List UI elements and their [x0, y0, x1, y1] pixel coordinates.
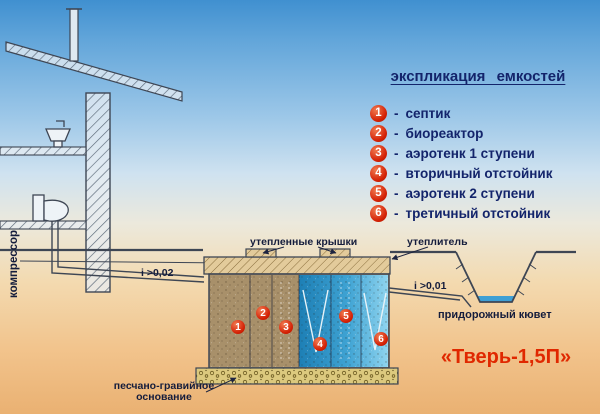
- toilet-bowl: [43, 199, 69, 222]
- roof-beam: [5, 41, 183, 102]
- sink-basin: [45, 128, 71, 142]
- treatment-tank: [195, 248, 399, 385]
- legend-separator: -: [394, 185, 399, 201]
- legend-item-aeration-2: 5 - аэротенк 2 ступени: [370, 183, 586, 203]
- tank-chamber-number-2: 2: [256, 306, 270, 320]
- roadside-ditch-group: [390, 250, 576, 303]
- bathroom-fixtures: [32, 120, 71, 222]
- tank-lid-left: [245, 248, 277, 258]
- tank-chamber-number-1: 1: [231, 320, 245, 334]
- sink-faucet: [56, 120, 65, 127]
- legend-title: экспликация емкостей: [390, 68, 566, 85]
- legend-panel: экспликация емкостей 1 - септик 2 - биор…: [370, 68, 586, 223]
- ditch-profile: [455, 251, 537, 303]
- legend-separator: -: [394, 205, 399, 221]
- legend-item-label: септик: [405, 105, 451, 121]
- tank-chamber-number-3: 3: [279, 320, 293, 334]
- settler-funnels: [302, 289, 387, 353]
- legend-number-badge: 4: [370, 164, 387, 182]
- tank-chamber-number-5: 5: [339, 309, 353, 323]
- vent-pipe: [69, 8, 79, 62]
- tank-chamber-number-6: 6: [374, 332, 388, 346]
- compressor-label: компрессор: [8, 229, 20, 298]
- legend-item-bioreactor: 2 - биореактор: [370, 123, 586, 143]
- legend-separator: -: [394, 165, 399, 181]
- tank-cover: [203, 256, 391, 275]
- legend-separator: -: [394, 125, 399, 141]
- legend-separator: -: [394, 145, 399, 161]
- lower-floor: [0, 220, 87, 230]
- roadside-ditch-label: придорожный кювет: [438, 309, 552, 321]
- toilet-cistern: [32, 194, 45, 222]
- gravel-base-label-line2: основание: [136, 391, 192, 403]
- gravel-base-label: песчано-гравийное основание: [106, 381, 222, 403]
- insulation-label: утеплитель: [407, 236, 468, 248]
- house-structure: [0, 8, 203, 293]
- chamber-dividers: [249, 275, 362, 367]
- legend-number-badge: 3: [370, 144, 387, 162]
- legend-item-label: третичный отстойник: [405, 205, 551, 221]
- label-leader-lines: [205, 246, 429, 393]
- outlet-slope-label: i >0,01: [414, 280, 447, 292]
- legend-item-label: аэротенк 2 ступени: [405, 185, 535, 201]
- legend-item-label: биореактор: [405, 125, 484, 141]
- legend-number-badge: 5: [370, 184, 387, 202]
- sewer-pipe-inner: [57, 221, 205, 278]
- legend-item-label: аэротенк 1 ступени: [405, 145, 535, 161]
- gravel-base: [195, 367, 399, 385]
- legend-item-aeration-1: 3 - аэротенк 1 ступени: [370, 143, 586, 163]
- legend-number-badge: 1: [370, 104, 387, 122]
- legend-item-tertiary-settler: 6 - третичный отстойник: [370, 203, 586, 223]
- product-name: «Тверь-1,5П»: [440, 346, 572, 368]
- legend-item-label: вторичный отстойник: [405, 165, 553, 181]
- sewer-pipe: [51, 221, 205, 283]
- gravel-base-label-line1: песчано-гравийное: [113, 380, 215, 392]
- legend-number-badge: 6: [370, 204, 387, 222]
- sink-pedestal: [53, 140, 63, 148]
- tank-chamber-number-4: 4: [313, 337, 327, 351]
- ditch-water: [477, 296, 514, 302]
- outlet-pipe-inner: [388, 291, 461, 301]
- inlet-slope-label: i >0,02: [141, 267, 174, 279]
- upper-floor: [0, 146, 87, 156]
- house-wall: [85, 92, 111, 293]
- insulated-covers-label: утепленные крышки: [250, 236, 358, 248]
- legend-item-septic: 1 - септик: [370, 103, 586, 123]
- legend-number-badge: 2: [370, 124, 387, 142]
- legend-separator: -: [394, 105, 399, 121]
- outlet-pipe: [388, 287, 472, 308]
- legend-item-secondary-settler: 4 - вторичный отстойник: [370, 163, 586, 183]
- ditch-slope-hatch: [455, 263, 537, 296]
